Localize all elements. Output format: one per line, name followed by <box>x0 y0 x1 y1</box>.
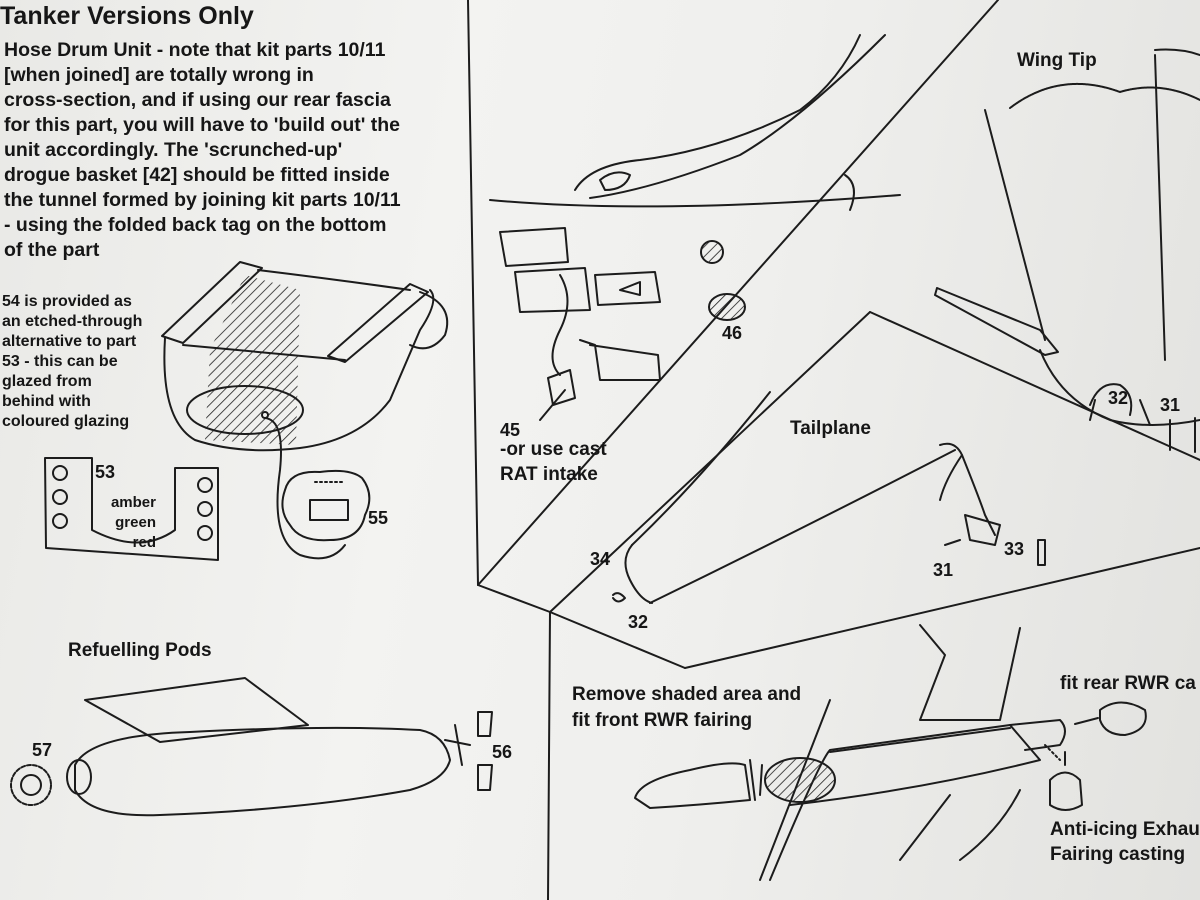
part-54-note: 54 is provided as an etched-through alte… <box>2 293 143 430</box>
panel-borders <box>467 0 1200 900</box>
tailplane-part-31-label: 31 <box>933 560 954 580</box>
section-title: Tanker Versions Only <box>0 2 254 30</box>
refuelling-pod-drawing <box>10 677 493 817</box>
part-53-bezel-drawing <box>44 457 219 561</box>
rwr-fairing-drawing <box>634 624 1147 881</box>
part-45-label: 45 <box>500 420 521 440</box>
wing-tip-drawing <box>934 48 1200 453</box>
remove-shaded-area-note: Remove shaded area and fit front RWR fai… <box>572 684 802 731</box>
tailplane-part-33-label: 33 <box>1004 539 1025 559</box>
hose-drum-unit-note: Hose Drum Unit - note that kit parts 10/… <box>4 39 401 261</box>
rear-rwr-note: fit rear RWR ca <box>1060 673 1196 694</box>
wing-tip-part-32-label: 32 <box>1108 388 1129 408</box>
glazing-colours: amber green red <box>110 494 156 551</box>
tailplane-title: Tailplane <box>790 418 871 439</box>
wing-tip-title: Wing Tip <box>1017 50 1097 71</box>
part-55-drogue-drawing <box>281 469 371 542</box>
part-56-label: 56 <box>492 742 513 762</box>
part-55-label: 55 <box>368 508 389 528</box>
hose-drum-unit-drawing <box>161 261 449 560</box>
tailplane-part-34-label: 34 <box>590 549 611 569</box>
part-53-label: 53 <box>95 462 116 482</box>
tailplane-part-32-label: 32 <box>628 612 649 632</box>
refuelling-pods-title: Refuelling Pods <box>68 640 212 661</box>
part-46-label: 46 <box>722 323 743 343</box>
part-57-label: 57 <box>32 740 53 760</box>
tailplane-drawing <box>612 391 1046 604</box>
anti-icing-exhaust-note: Anti-icing Exhau Fairing casting <box>1050 819 1200 865</box>
rat-intake-note: -or use cast RAT intake <box>500 439 607 485</box>
rat-intake-drawing <box>489 34 901 421</box>
wing-tip-part-31-label: 31 <box>1160 395 1181 415</box>
